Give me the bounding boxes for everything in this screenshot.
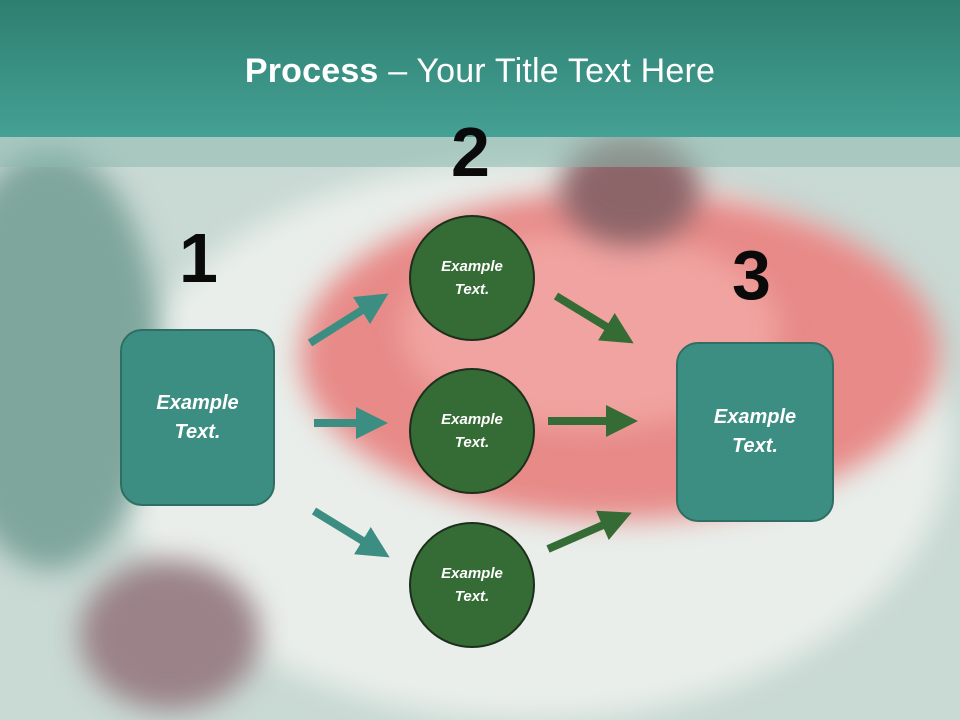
header-strip (0, 137, 960, 167)
background-dark-cherry-2 (80, 560, 260, 710)
step-number-3: 3 (732, 236, 771, 314)
right-box-text: Example Text. (713, 406, 797, 457)
circle-middle: Example Text. (409, 368, 535, 494)
title-rest-part: – Your Title Text Here (378, 52, 716, 90)
title-bold-part: Process (244, 52, 379, 90)
circle-bottom: Example Text. (409, 522, 535, 648)
circle-middle-text: Example Text. (441, 411, 503, 451)
slide-title: Process – Your Title Text Here (0, 52, 960, 91)
circle-top: Example Text. (409, 215, 535, 341)
step-number-1: 1 (179, 219, 218, 297)
circle-top-text: Example Text. (441, 258, 503, 298)
header-bar (0, 0, 960, 137)
arrow-up-right-teal (307, 293, 389, 347)
left-box-text: Example Text. (156, 391, 239, 443)
left-box: Example Text. (120, 329, 275, 506)
circle-bottom-text: Example Text. (441, 565, 503, 605)
step-number-2: 2 (451, 113, 490, 191)
arrow-down-right-teal (311, 507, 390, 558)
arrow-up-right-green (546, 510, 632, 553)
arrow-down-right-green (553, 292, 634, 344)
right-box: Example Text. (676, 342, 834, 522)
